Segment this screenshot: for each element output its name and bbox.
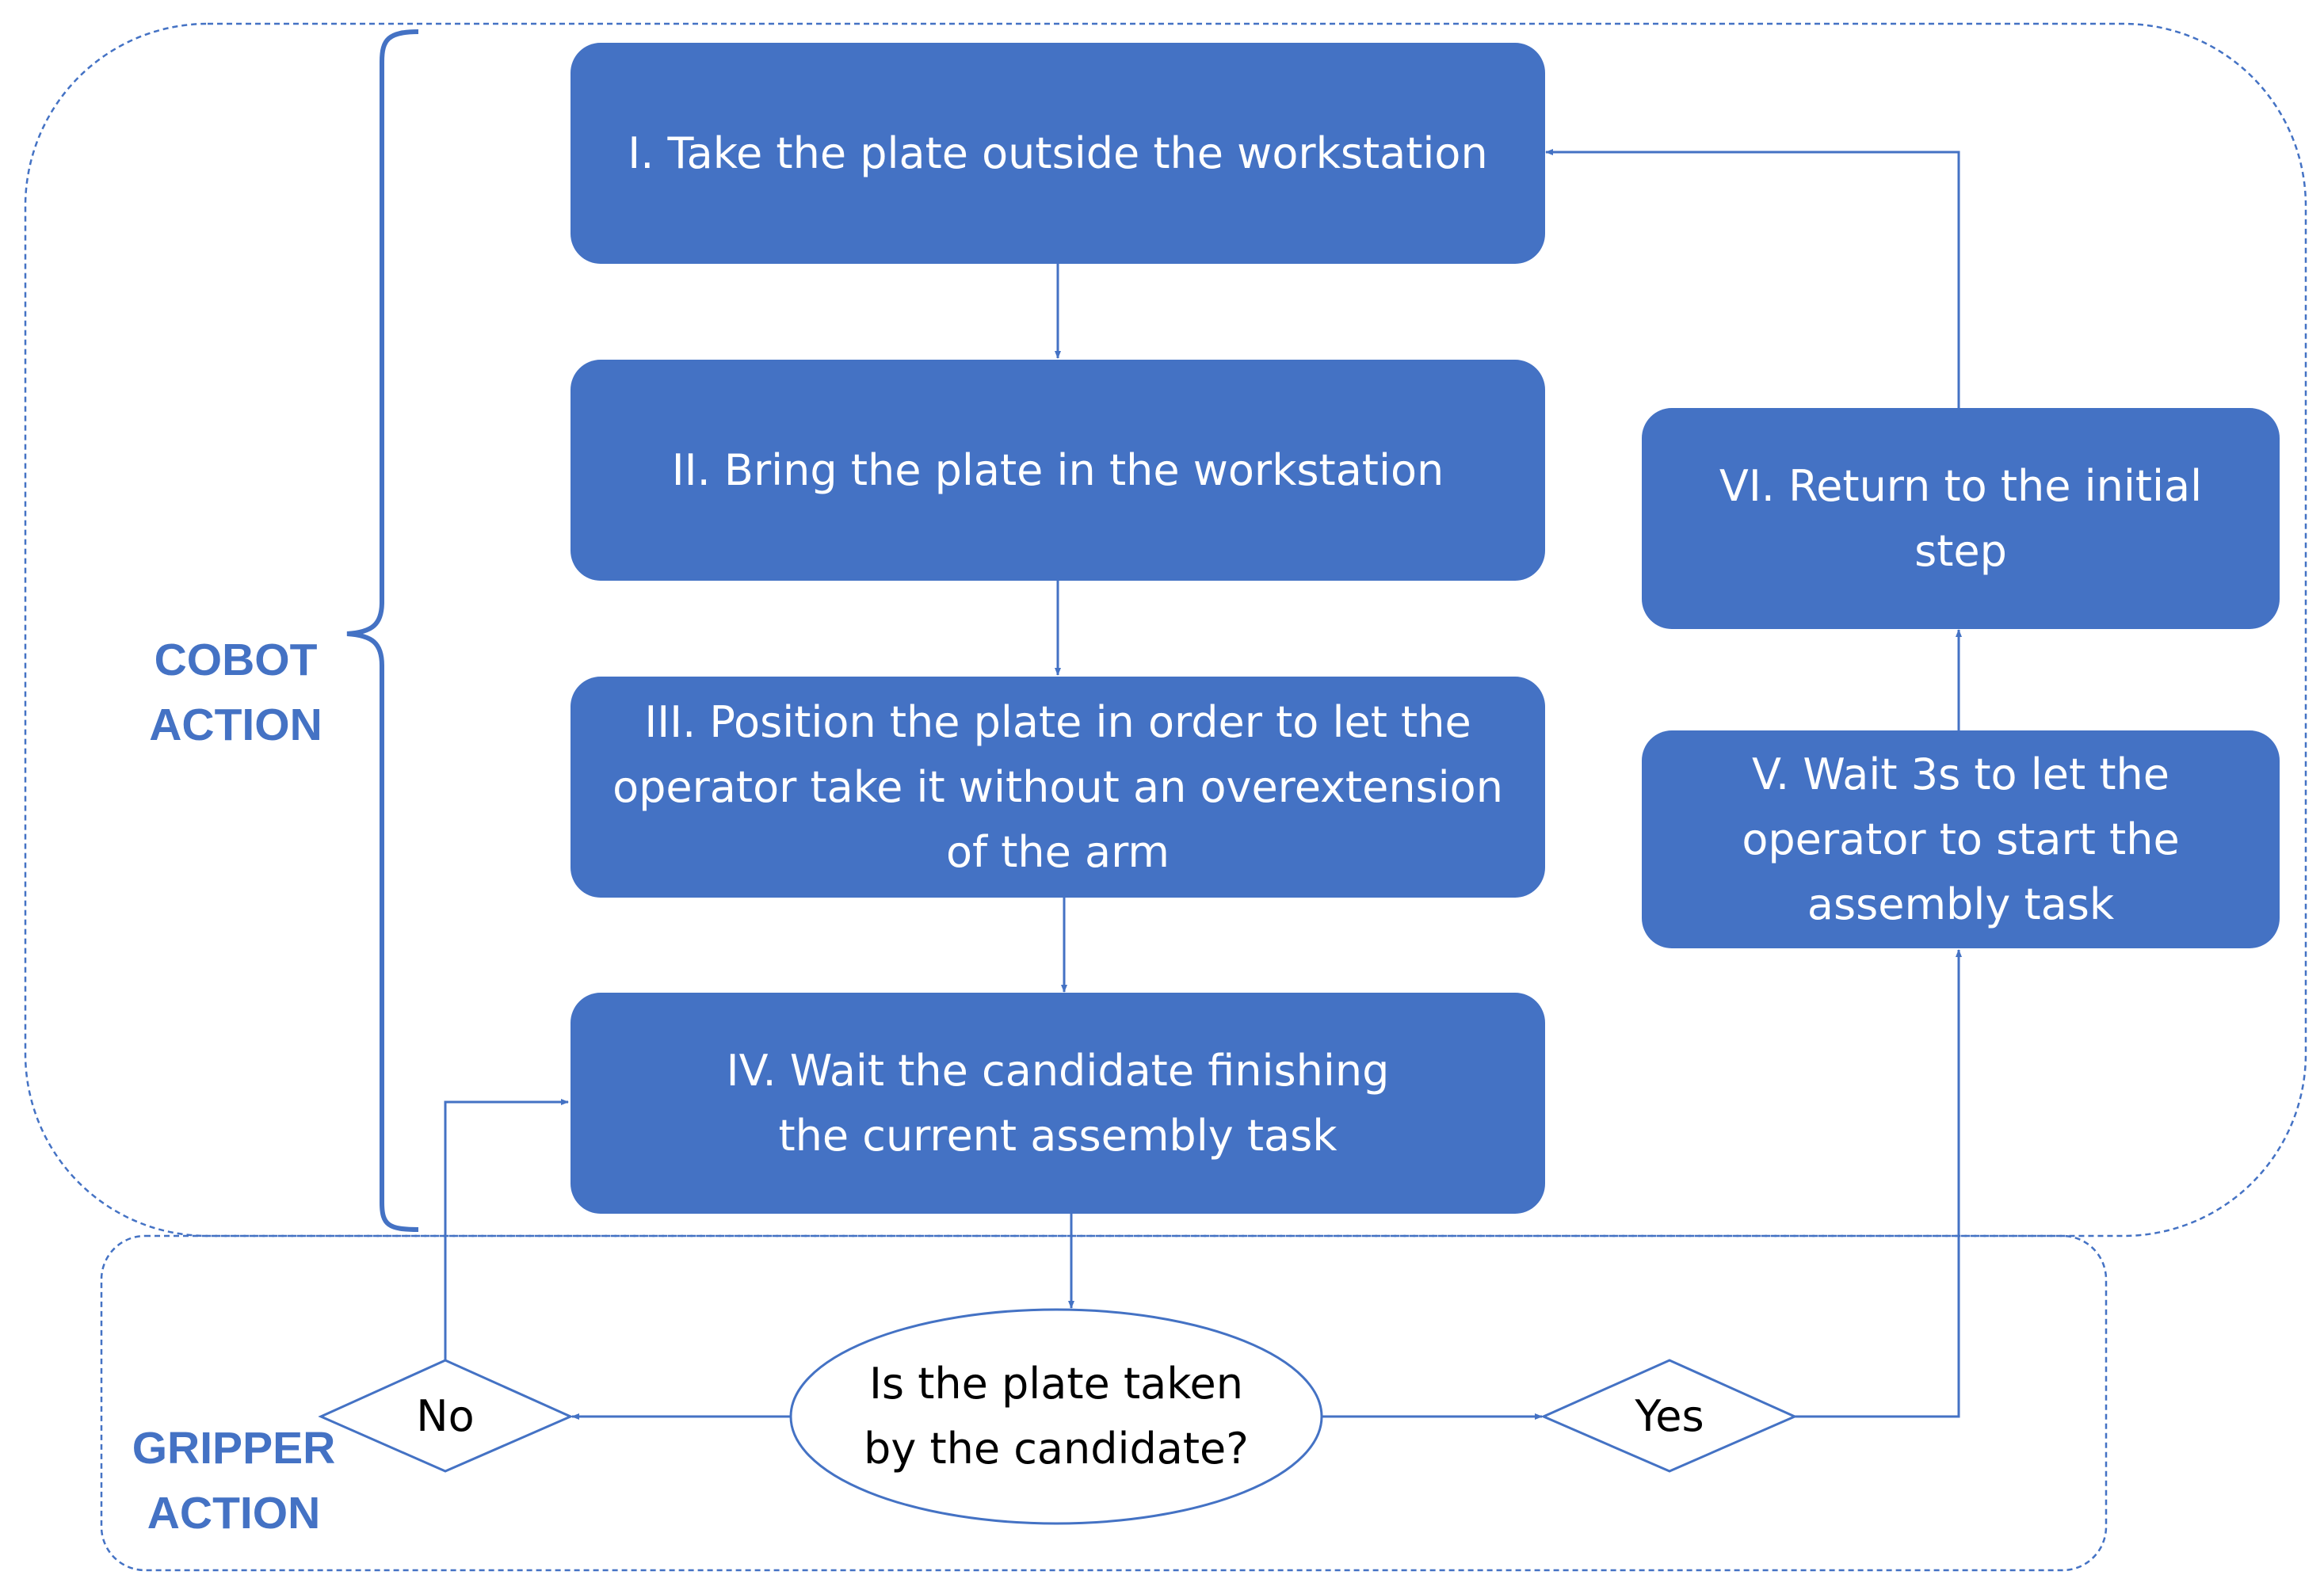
step-4-box: IV. Wait the candidate finishing the cur… [571, 993, 1545, 1214]
step-4-text: IV. Wait the candidate finishing the cur… [726, 1045, 1390, 1161]
step-5-box: V. Wait 3s to let the operator to start … [1642, 730, 2280, 948]
cobot-action-region [24, 22, 2307, 1237]
cobot-action-brace [346, 29, 419, 1232]
step-5-text: V. Wait 3s to let the operator to start … [1742, 749, 2180, 929]
step-6-text: VI. Return to the initial step [1719, 460, 2203, 576]
step-3-box: III. Position the plate in order to let … [571, 677, 1545, 898]
step-3-text: III. Position the plate in order to let … [612, 696, 1503, 877]
gripper-action-text: GRIPPER ACTION [132, 1423, 336, 1539]
yes-label: Yes [1590, 1384, 1749, 1449]
decision-question: Is the plate taken by the candidate? [862, 1319, 1250, 1514]
step-2-text: II. Bring the plate in the workstation [671, 444, 1444, 495]
step-2-box: II. Bring the plate in the workstation [571, 360, 1545, 581]
step-1-box: I. Take the plate outside the workstatio… [571, 43, 1545, 264]
no-label-text: No [416, 1391, 475, 1441]
connector-no-to-4 [444, 1099, 569, 1360]
cobot-action-text: COBOT ACTION [149, 635, 322, 750]
connector-6-to-1 [1545, 149, 1960, 408]
cobot-action-label: COBOT ACTION [127, 562, 345, 757]
no-label: No [366, 1384, 525, 1449]
decision-question-text: Is the plate taken by the candidate? [864, 1359, 1249, 1474]
yes-label-text: Yes [1635, 1391, 1704, 1441]
connector-yes-to-5 [1795, 949, 1962, 1418]
step-6-box: VI. Return to the initial step [1642, 408, 2280, 629]
no-diamond [318, 1359, 574, 1473]
gripper-action-label: GRIPPER ACTION [123, 1351, 345, 1546]
step-1-text: I. Take the plate outside the workstatio… [628, 128, 1488, 178]
